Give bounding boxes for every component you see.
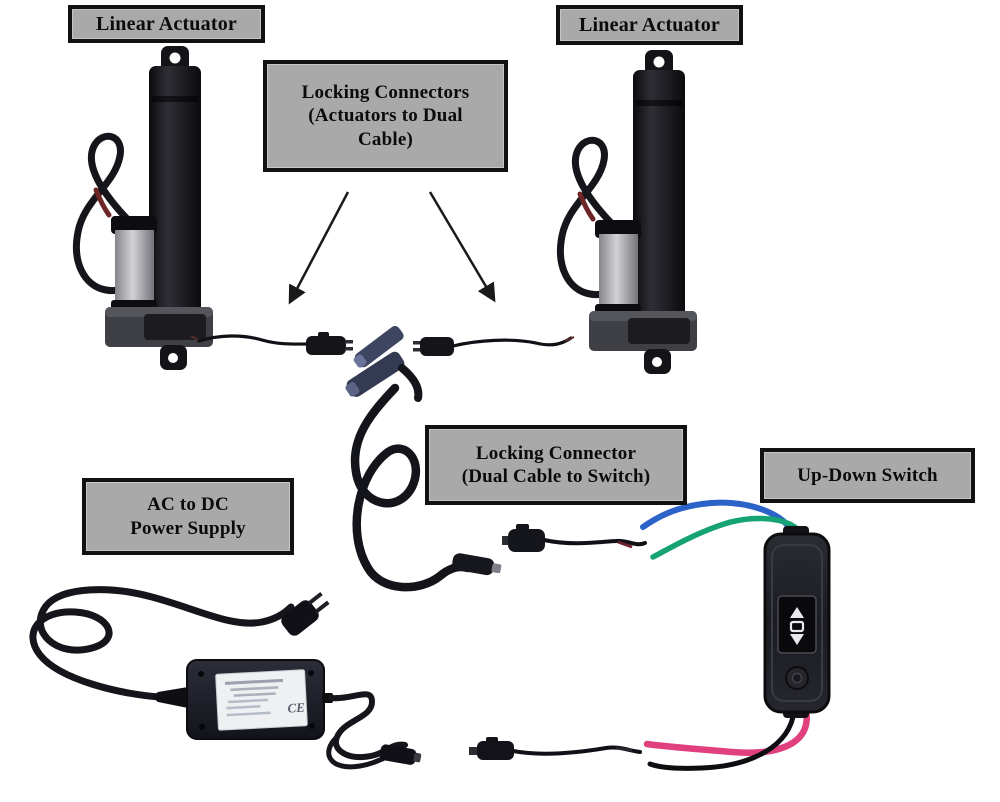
psu-label-line [233, 692, 276, 697]
label-locking-connector-switch: Locking Connector (Dual Cable to Switch) [425, 425, 687, 505]
dual-cable-connector-upper [353, 325, 404, 368]
plug-pin [345, 347, 353, 351]
label-power-supply: AC to DC Power Supply [82, 478, 294, 555]
rocker-center-icon [789, 620, 805, 633]
psu-label-line [230, 686, 279, 692]
dual-cable-connector-lower [345, 351, 405, 397]
connector-wire [197, 334, 310, 346]
switch-round-button-dot [791, 672, 803, 684]
plug-latch [516, 524, 529, 530]
wire-red-tip [617, 540, 633, 549]
actuator-connector-right [413, 336, 575, 356]
plug-pin [469, 747, 478, 755]
psu-label-line [227, 698, 269, 704]
switch-emboss [785, 560, 809, 568]
label-linear-actuator-left: Linear Actuator [68, 5, 265, 43]
label-linear-actuator-right: Linear Actuator [556, 5, 743, 45]
arrow-left-connector-icon [288, 191, 350, 305]
ac-plug-body [281, 600, 319, 636]
dc-output-connector [379, 744, 422, 765]
arrow-right-connector-icon [428, 191, 496, 303]
actuator-connector-left [190, 332, 353, 355]
psu-spec-label: CE [215, 669, 308, 731]
ce-mark: CE [287, 700, 305, 716]
ac-cord [29, 586, 295, 701]
dc-plug-tip [413, 752, 422, 763]
plug-body [420, 337, 454, 356]
label-locking-connectors-actuators: Locking Connectors (Actuators to Dual Ca… [263, 60, 508, 172]
callout-arrows [288, 191, 496, 305]
psu-label-line [226, 711, 271, 717]
dc-plug-body [379, 744, 417, 765]
psu-screw [198, 671, 204, 677]
psu-strain-relief [152, 687, 188, 708]
psu-label-line [226, 705, 261, 710]
up-down-switch [640, 499, 831, 771]
switch-wire-black [647, 708, 797, 771]
wire-frayed-tip [564, 336, 575, 342]
ac-plug [281, 591, 330, 636]
plug-body [306, 336, 346, 355]
connector-wire [542, 538, 647, 547]
label-up-down-switch: Up-Down Switch [760, 448, 975, 503]
plug-pin [413, 348, 421, 352]
rocker-up-arrow-icon [790, 607, 804, 618]
psu-screw [199, 724, 205, 730]
switch-wire-pink [643, 706, 810, 756]
connector-wire [451, 336, 573, 348]
psu-label-line [225, 678, 284, 685]
plug-body [508, 529, 545, 552]
linear-actuator-left [76, 46, 213, 370]
wire-frayed-tip [615, 746, 633, 752]
psu-screw [308, 670, 314, 676]
wire-frayed-tip [190, 335, 199, 341]
psu-screw [309, 723, 315, 729]
dual-cable-coil [350, 383, 473, 592]
switch-power-connector [469, 737, 642, 760]
dual-cable-assembly [345, 325, 502, 592]
ac-plug-prong [314, 600, 330, 614]
dual-cable-end-plug [452, 553, 502, 576]
switch-locking-connector [502, 524, 647, 552]
dual-cable-stub [398, 364, 423, 402]
plug-pin [413, 341, 421, 345]
ac-plug-prong [307, 591, 323, 605]
power-supply: CE [29, 586, 422, 770]
rocker-down-arrow-icon [790, 634, 804, 645]
plug-pin [345, 340, 353, 344]
plug-pin [502, 536, 510, 545]
switch-rocker [777, 595, 817, 654]
switch-bezel [771, 544, 823, 702]
linear-actuator-right [560, 50, 697, 374]
plug-body [477, 741, 514, 760]
